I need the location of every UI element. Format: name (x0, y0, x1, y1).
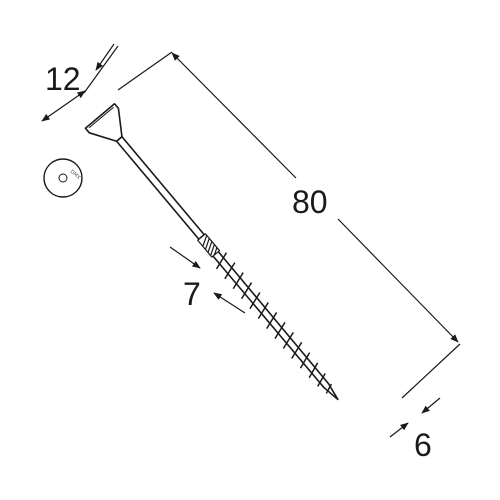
dim-head-diameter (41, 43, 119, 122)
head-top-view: DMX (43, 158, 83, 198)
screw-thread-core (198, 233, 339, 401)
screw (84, 102, 339, 401)
screw-threads (215, 252, 333, 394)
label-shank-diameter: 7 (183, 276, 201, 312)
screw-knurl (197, 233, 221, 258)
label-head-diameter: 12 (45, 61, 81, 97)
dim-thread-diameter (389, 397, 441, 438)
screw-shank (115, 135, 206, 241)
label-length: 80 (292, 184, 328, 220)
dim-length (117, 51, 461, 399)
dim-shank-diameter (169, 246, 246, 314)
label-thread-diameter: 6 (414, 427, 432, 463)
